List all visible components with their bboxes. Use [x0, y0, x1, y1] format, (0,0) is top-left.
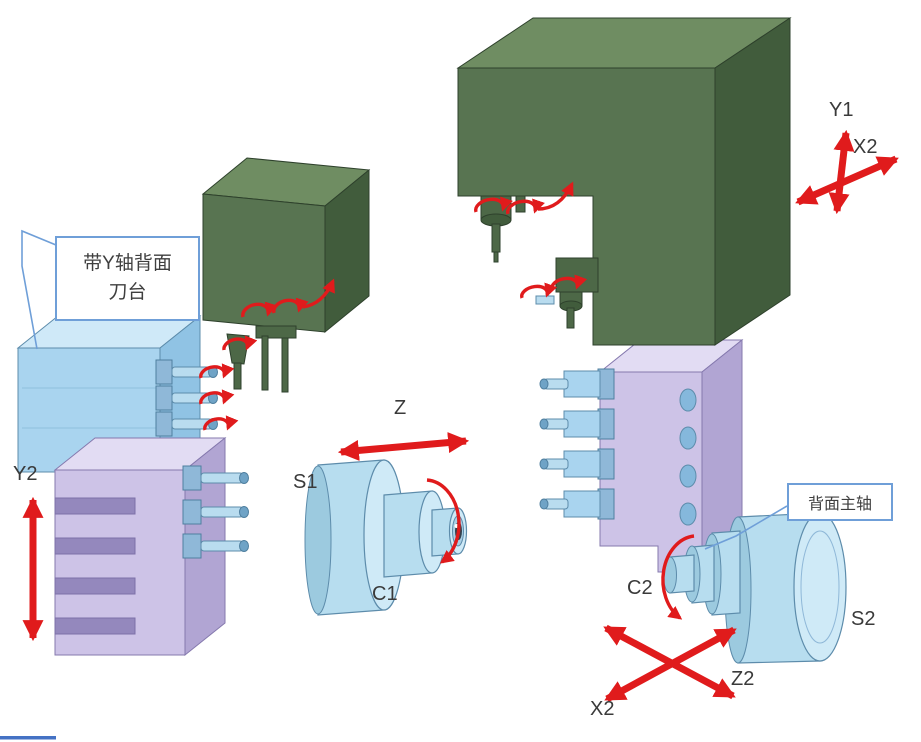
tool-tip [539, 418, 549, 430]
axis-label-z2: Z2 [731, 668, 755, 690]
tool-pin [200, 472, 244, 484]
swing-arrow [302, 278, 335, 309]
rack-tool-plates [539, 368, 615, 520]
rotation-arrow [199, 363, 235, 379]
rotation-arrow [203, 415, 239, 431]
turret-tool-pins [155, 359, 218, 437]
spindle-leader-line [704, 505, 788, 550]
rack-hole [679, 426, 697, 450]
tool-pin [200, 506, 244, 518]
rotation-arrows [199, 181, 695, 620]
tool-tip [539, 458, 549, 470]
c1-rotation-arrow [426, 478, 461, 564]
turret-leader-line [21, 229, 57, 350]
spindle-left-rim [304, 465, 332, 615]
head-side-face [714, 17, 791, 346]
tool-holder [155, 359, 173, 385]
axis-label-x2-top: X2 [853, 136, 878, 158]
callout-leaders [21, 229, 788, 550]
rack-slot [54, 577, 136, 595]
rotation-arrow [520, 282, 558, 299]
head-front-face [457, 67, 716, 346]
rack-slot [54, 497, 136, 515]
rotation-arrow [241, 301, 278, 318]
x2-bottom-axis-arrow [604, 626, 737, 703]
swing-arrow [537, 181, 574, 211]
main-tool-head [456, 17, 792, 346]
tool-connector [255, 325, 297, 339]
rotation-arrow [272, 297, 309, 314]
rack-slot [54, 537, 136, 555]
rear-turret-block [16, 314, 218, 474]
c2-rotation-arrow [661, 534, 695, 620]
axis-label-s2: S2 [851, 608, 876, 630]
right-tool-rack [539, 338, 744, 574]
sub-spindle-s2 [663, 512, 847, 664]
tool-plate [563, 370, 601, 398]
drill-pin [261, 335, 269, 391]
face-ring [800, 530, 840, 644]
spindle-stem [233, 362, 242, 390]
tool-plate [563, 450, 601, 478]
tool-tip [239, 472, 249, 484]
tool-tip [239, 540, 249, 552]
rotation-arrow [506, 198, 545, 215]
page-edge-line [0, 736, 56, 740]
tool-plate [563, 410, 601, 438]
rack-hole [679, 464, 697, 488]
axis-label-x2-bottom: X2 [590, 698, 615, 720]
rack-front-face [599, 371, 703, 573]
axis-label-s1: S1 [293, 471, 318, 493]
callout-rear-turret-line2: 刀台 [108, 281, 147, 303]
tool-holder [155, 385, 173, 411]
axis-label-y1: Y1 [829, 99, 854, 121]
tool-pin [200, 540, 244, 552]
spindle-tip [493, 251, 499, 263]
drill-pin [281, 337, 289, 393]
axis-label-c2: C2 [627, 577, 653, 599]
tool-tip [539, 498, 549, 510]
tool-holder [155, 411, 173, 437]
callout-rear-spindle: 背面主轴 [787, 483, 893, 521]
head-front-face [202, 193, 326, 333]
callout-rear-turret-line1: 带Y轴背面 [83, 253, 172, 274]
tool-holder [182, 533, 202, 559]
tool-tip [239, 506, 249, 518]
rotation-arrow [222, 335, 258, 351]
rack-tool-pins [182, 465, 249, 559]
y1-axis-arrow [828, 129, 855, 215]
left-tool-rack [53, 436, 249, 657]
axis-label-c1: C1 [372, 583, 398, 605]
tool-tip [539, 378, 549, 390]
lower-spindle-stem [566, 307, 575, 329]
rotation-arrow [199, 389, 235, 405]
axis-label-z: Z [394, 397, 407, 419]
spindle-stem [491, 223, 501, 253]
rack-slot [54, 617, 136, 635]
rotation-arrow [474, 196, 513, 213]
callout-rear-turret: 带Y轴背面 刀台 [55, 236, 200, 321]
side-tool-pin [535, 295, 555, 305]
upper-tool-head [201, 157, 371, 393]
rack-hole [679, 388, 697, 412]
tool-holder [182, 499, 202, 525]
axis-label-y2: Y2 [13, 463, 38, 485]
tool-plate [563, 490, 601, 518]
z-axis-arrow [337, 432, 470, 461]
x2-top-axis-arrow [795, 155, 899, 206]
spindle-face [793, 512, 847, 662]
axis-arrows [22, 129, 899, 703]
tool-holder [182, 465, 202, 491]
rotation-arrow [550, 274, 588, 291]
rack-hole [679, 502, 697, 526]
main-spindle-s1 [304, 459, 468, 616]
